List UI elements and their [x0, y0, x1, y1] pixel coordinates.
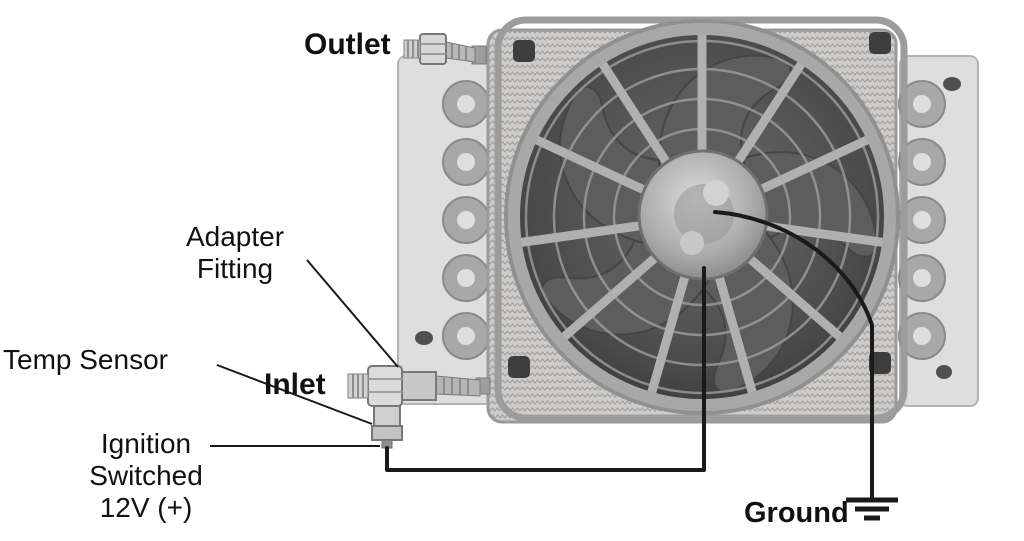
tube-loops-right — [898, 80, 946, 360]
fan-hub — [637, 149, 769, 281]
leader-line-temp-sensor — [216, 364, 373, 425]
ignition-label: Ignition Switched 12V (+) — [58, 428, 234, 524]
adapter-fitting-label-line2: Fitting — [196, 252, 274, 284]
ignition-label-line2: Switched — [89, 459, 203, 491]
leader-line-adapter-fitting — [306, 259, 399, 368]
inlet-label-text: Inlet — [264, 368, 326, 401]
outlet-label: Outlet — [304, 28, 391, 62]
temp-sensor-label: Temp Sensor — [3, 344, 168, 376]
adapter-fitting — [373, 405, 401, 427]
ignition-label-line1: Ignition — [100, 428, 192, 459]
temp-sensor — [371, 425, 403, 449]
ground-symbol — [846, 497, 898, 521]
adapter-fitting-label: Adapter Fitting — [160, 221, 310, 285]
ground-label-text: Ground — [744, 497, 849, 529]
shroud-corner-screws — [508, 32, 891, 378]
ground-wire — [713, 210, 874, 500]
ground-label: Ground — [744, 497, 849, 530]
outlet-fitting — [403, 33, 487, 65]
fan-guard — [504, 19, 900, 415]
temp-sensor-label-text: Temp Sensor — [3, 344, 168, 375]
inlet-fitting — [347, 365, 491, 407]
power-wire — [385, 266, 706, 472]
tube-loops-left — [442, 80, 490, 360]
inlet-label: Inlet — [264, 368, 326, 402]
outlet-label-text: Outlet — [304, 28, 391, 61]
adapter-fitting-label-line1: Adapter — [185, 221, 285, 252]
ignition-label-line3: 12V (+) — [99, 491, 193, 523]
